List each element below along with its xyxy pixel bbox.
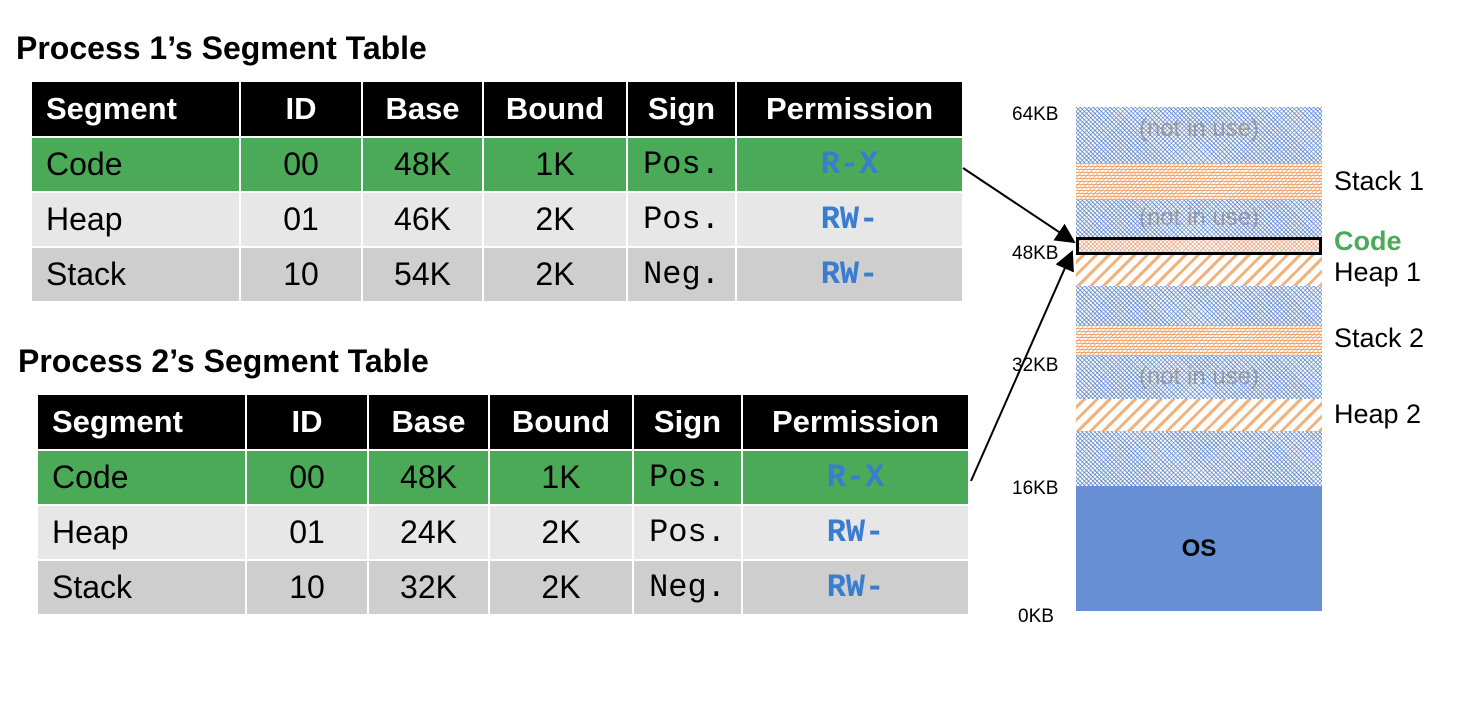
arrow-process2-code (970, 250, 1074, 482)
cell-base: 32K (368, 560, 490, 616)
stack2-region (1076, 325, 1322, 356)
cell-permission: RW- (736, 192, 964, 248)
heap1-label: Heap 1 (1334, 257, 1422, 287)
table-row-code: Code 00 48K 1K Pos. R-X (32, 137, 964, 193)
cell-base: 46K (362, 192, 484, 248)
not-in-use-label: (not in use) (1138, 204, 1260, 231)
cell-id: 00 (246, 450, 369, 506)
code-label: Code (1334, 226, 1402, 256)
cell-bound: 1K (483, 137, 628, 193)
heap2-label: Heap 2 (1334, 399, 1422, 429)
header-segment: Segment (38, 395, 247, 451)
table2-title: Process 2’s Segment Table (18, 343, 429, 379)
free-region (1076, 356, 1322, 399)
axis-label-16kb: 16KB (1012, 478, 1059, 499)
axis-label-48kb: 48KB (1012, 243, 1059, 264)
cell-sign: Neg. (627, 247, 737, 303)
cell-bound: 2K (489, 505, 634, 561)
axis-label-0kb: 0KB (1018, 606, 1054, 627)
cell-base: 54K (362, 247, 484, 303)
cell-permission: RW- (736, 247, 964, 303)
code-region (1076, 237, 1322, 255)
cell-segment: Heap (32, 192, 241, 248)
cell-base: 48K (368, 450, 490, 506)
cell-permission: RW- (742, 560, 970, 616)
table-row-heap: Heap 01 46K 2K Pos. RW- (32, 192, 964, 248)
cell-segment: Stack (32, 247, 241, 303)
cell-sign: Pos. (627, 137, 737, 193)
cell-segment: Heap (38, 505, 247, 561)
cell-id: 10 (246, 560, 369, 616)
table-row-stack: Stack 10 54K 2K Neg. RW- (32, 247, 964, 303)
header-permission: Permission (736, 82, 964, 138)
stack1-region (1076, 163, 1322, 200)
heap1-region (1076, 255, 1322, 286)
cell-base: 24K (368, 505, 490, 561)
free-region (1076, 286, 1322, 325)
cell-sign: Pos. (633, 450, 743, 506)
cell-permission: R-X (736, 137, 964, 193)
cell-sign: Neg. (633, 560, 743, 616)
os-label: OS (1181, 534, 1217, 562)
stack1-label: Stack 1 (1334, 166, 1425, 196)
free-region (1076, 107, 1322, 163)
header-segment: Segment (32, 82, 241, 138)
cell-bound: 2K (483, 192, 628, 248)
header-id: ID (240, 82, 363, 138)
process2-segment-table: Segment ID Base Bound Sign Permission Co… (38, 395, 970, 616)
cell-segment: Code (38, 450, 247, 506)
table-row-code: Code 00 48K 1K Pos. R-X (38, 450, 970, 506)
table-row-stack: Stack 10 32K 2K Neg. RW- (38, 560, 970, 616)
stack2-label: Stack 2 (1334, 323, 1425, 353)
header-base: Base (362, 82, 484, 138)
cell-segment: Code (32, 137, 241, 193)
cell-bound: 2K (483, 247, 628, 303)
table-header-row: Segment ID Base Bound Sign Permission (32, 82, 964, 138)
header-sign: Sign (633, 395, 743, 451)
heap2-region (1076, 399, 1322, 431)
cell-sign: Pos. (633, 505, 743, 561)
cell-bound: 1K (489, 450, 634, 506)
cell-id: 01 (240, 192, 363, 248)
cell-segment: Stack (38, 560, 247, 616)
header-bound: Bound (483, 82, 628, 138)
header-sign: Sign (627, 82, 737, 138)
cell-sign: Pos. (627, 192, 737, 248)
cell-permission: RW- (742, 505, 970, 561)
table-row-heap: Heap 01 24K 2K Pos. RW- (38, 505, 970, 561)
header-id: ID (246, 395, 369, 451)
cell-id: 00 (240, 137, 363, 193)
header-base: Base (368, 395, 490, 451)
not-in-use-label: (not in use) (1138, 363, 1260, 390)
header-bound: Bound (489, 395, 634, 451)
axis-label-64kb: 64KB (1012, 104, 1059, 125)
free-region (1076, 431, 1322, 486)
os-region: OS (1076, 486, 1322, 611)
header-permission: Permission (742, 395, 970, 451)
cell-base: 48K (362, 137, 484, 193)
cell-permission: R-X (742, 450, 970, 506)
cell-id: 10 (240, 247, 363, 303)
cell-id: 01 (246, 505, 369, 561)
free-region (1076, 200, 1322, 237)
not-in-use-label: (not in use) (1138, 115, 1260, 142)
cell-bound: 2K (489, 560, 634, 616)
table1-title: Process 1’s Segment Table (16, 30, 427, 66)
arrow-process1-code (962, 167, 1076, 244)
table-header-row: Segment ID Base Bound Sign Permission (38, 395, 970, 451)
process1-segment-table: Segment ID Base Bound Sign Permission Co… (32, 82, 964, 303)
